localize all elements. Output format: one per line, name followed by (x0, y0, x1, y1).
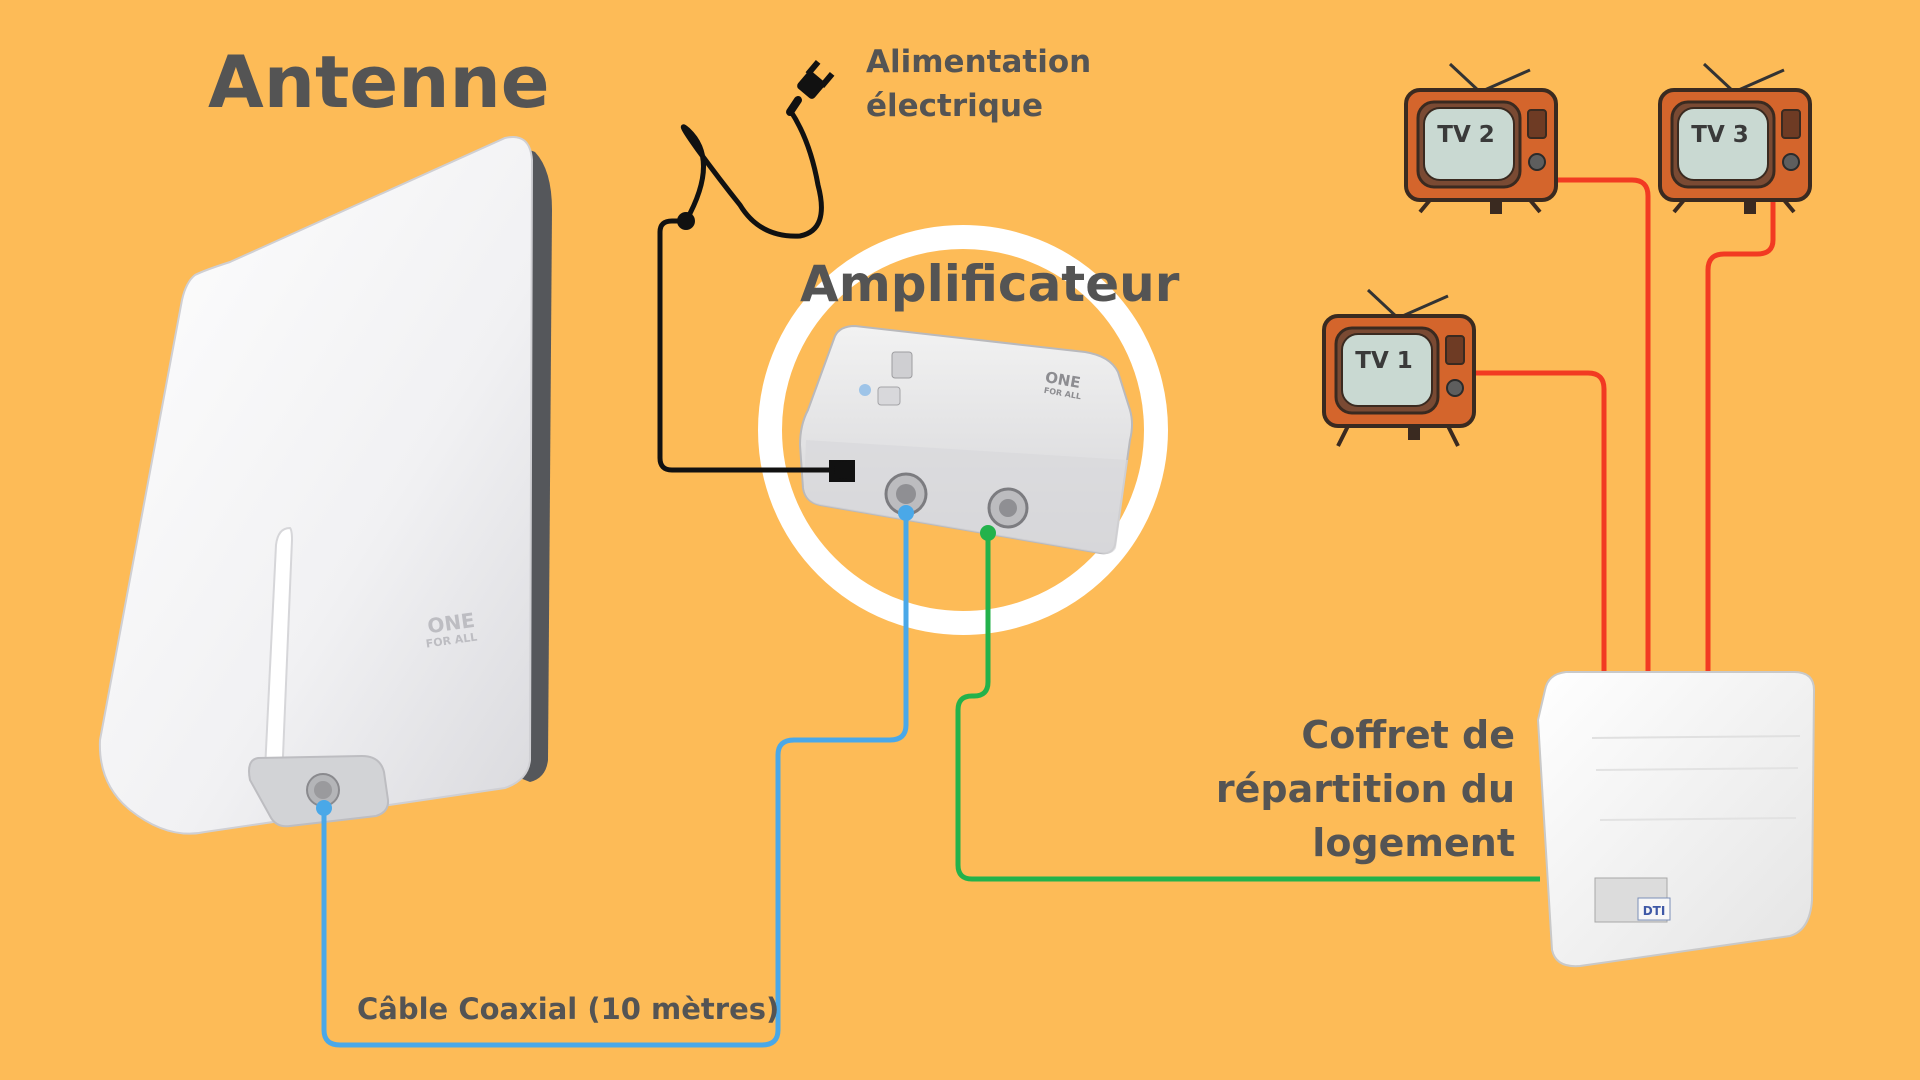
amplifier-power-port-dot (834, 461, 852, 479)
coax-cable-amplifier-to-coffret (955, 533, 1540, 882)
amplifier-logo: ONE (1044, 368, 1082, 392)
coffret-label-line1: Coffret de (1301, 713, 1515, 757)
coffret-label-line3: logement (1312, 821, 1515, 865)
amplifier-title: Amplificateur (800, 255, 1180, 313)
amplifier-input-port-dot (898, 505, 914, 521)
coffret-label: Coffret de répartition du logement (1180, 708, 1515, 870)
coffret-label-line2: répartition du (1215, 767, 1515, 811)
tv1-label: TV 1 (1355, 348, 1413, 374)
power-plug-icon (786, 59, 835, 116)
dti-badge: DTI (1643, 904, 1666, 918)
power-supply-label: Alimentation électrique (866, 40, 1091, 128)
power-cable (657, 108, 843, 473)
coax-cable-antenna-to-amplifier (321, 513, 909, 1048)
tv3-label: TV 3 (1691, 122, 1749, 148)
tv2-label: TV 2 (1437, 122, 1495, 148)
coax-cable-coffret-to-tv1 (1470, 370, 1607, 688)
antenna-device (98, 136, 552, 835)
power-cable-junction (677, 212, 695, 230)
antenna-coax-port-dot (316, 800, 332, 816)
coax-cable-coffret-to-tv3 (1705, 190, 1776, 688)
amplifier-output-port-dot (980, 525, 996, 541)
coffret-box (1536, 671, 1816, 968)
tv2-icon (1404, 62, 1558, 214)
coax-cable-coffret-to-tv2 (1555, 177, 1651, 688)
tv1-icon (1322, 288, 1476, 447)
power-supply-label-line1: Alimentation (866, 44, 1092, 80)
coax-cable-label: Câble Coaxial (10 mètres) (357, 992, 780, 1026)
power-supply-label-line2: électrique (866, 88, 1044, 124)
tv3-icon (1658, 62, 1812, 214)
antenna-title: Antenne (208, 40, 550, 124)
